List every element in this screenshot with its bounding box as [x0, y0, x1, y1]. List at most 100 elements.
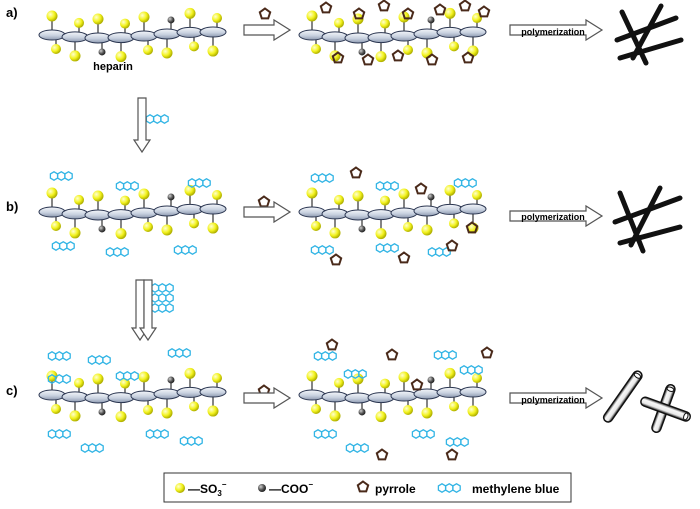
pyrrole-molecule: [414, 182, 428, 195]
sulfonate-group: [380, 18, 390, 29]
backbone-sugar-unit: [459, 26, 487, 38]
backbone-sugar-unit: [344, 32, 372, 44]
backbone-sugar-unit: [298, 389, 326, 401]
carboxylate-group: [427, 376, 435, 384]
backbone-sugar-unit: [459, 386, 487, 398]
sulfonate-group: [449, 218, 459, 229]
methylene-blue-molecule: [49, 171, 73, 181]
pyrrole-molecule: [445, 239, 459, 252]
sulfonate-group: [444, 367, 456, 379]
methylene-blue-molecule: [310, 245, 334, 255]
methylene-blue-molecule: [105, 247, 129, 257]
legend: —SO3− —COO− pyrrole methylene blue: [163, 472, 572, 503]
methylene-blue-molecule: [167, 348, 191, 358]
methylene-blue-molecule: [115, 371, 139, 381]
heparin-label: heparin: [93, 61, 133, 73]
methylene-blue-molecule: [375, 243, 399, 253]
pyrrole-molecule: [385, 348, 399, 361]
sulfonate-group: [421, 407, 433, 419]
methylene-blue-molecule: [445, 437, 469, 447]
methylene-blue-molecule: [459, 365, 483, 375]
backbone-sugar-unit: [199, 26, 227, 38]
sulfonate-group: [403, 45, 413, 56]
sulfonate-group: [92, 373, 104, 385]
arrow-add-pyrrole-b: [243, 200, 292, 224]
methylene-blue-molecule: [47, 374, 71, 384]
row-label-b: b): [6, 199, 18, 214]
sulfonate-group: [115, 51, 127, 63]
pyrrole-molecule: [331, 51, 345, 64]
sulfonate-group: [92, 190, 104, 202]
methylene-blue-molecules: [47, 114, 483, 453]
methylene-blue-molecule: [343, 369, 367, 379]
backbone-sugar-unit: [61, 208, 89, 220]
carboxylate-group: [167, 376, 175, 384]
sulfonate-group: [444, 7, 456, 19]
backbone-sugar-unit: [107, 32, 135, 44]
sulfonate-group: [138, 188, 150, 200]
backbone-sugar-unit: [321, 31, 349, 43]
sulfonate-group: [120, 378, 130, 389]
backbone-sugar-unit: [153, 205, 181, 217]
carboxylate-group: [358, 408, 366, 416]
product-fibers-a: [614, 3, 684, 66]
backbone-sugar-unit: [107, 392, 135, 404]
backbone-sugar-unit: [459, 203, 487, 215]
backbone-sugar-unit: [38, 389, 66, 401]
pyrrole-molecule: [352, 7, 366, 20]
methylene-blue-molecule: [433, 350, 457, 360]
heparin-chain-c1: [38, 367, 227, 423]
carboxylate-group: [98, 225, 106, 233]
sulfonate-group: [403, 222, 413, 233]
sulfonate-group: [311, 221, 321, 231]
backbone-sugar-unit: [38, 206, 66, 218]
sulfonate-group: [161, 47, 173, 59]
sulfonate-group: [120, 18, 130, 29]
backbone-sugar-unit: [84, 32, 112, 44]
arrow-polymerization-b: [509, 204, 604, 228]
pyrrole-molecule: [375, 448, 389, 461]
legend-pyrrole-label: pyrrole: [375, 482, 416, 496]
product-nanotubes-c: [602, 370, 692, 434]
sulfonate-group: [69, 227, 81, 239]
sulfonate-legend-icon: [175, 483, 185, 493]
polymerization-label-a: polymerization: [521, 27, 585, 37]
pyrrole-legend-shape: [356, 480, 370, 493]
sulfonate-group: [375, 228, 387, 240]
backbone-sugar-unit: [176, 203, 204, 215]
backbone-sugar-unit: [153, 388, 181, 400]
backbone-sugar-unit: [130, 207, 158, 219]
backbone-sugar-unit: [436, 203, 464, 215]
sulfonate-group: [138, 11, 150, 23]
backbone-sugar-unit: [130, 30, 158, 42]
pyrrole-legend-icon: [356, 480, 370, 493]
backbone-sugar-unit: [436, 26, 464, 38]
heparin-chain-c2: [298, 367, 487, 423]
carboxylate-group: [167, 16, 175, 24]
sulfonate-group: [74, 194, 84, 205]
pyrrole-molecule: [461, 51, 475, 64]
sulfonate-group: [311, 404, 321, 414]
sulfonate-group: [143, 405, 153, 416]
sulfonate-group: [334, 194, 344, 205]
methylene-blue-molecule: [51, 241, 75, 251]
backbone-sugar-unit: [390, 30, 418, 42]
legend-coo: —COO−: [269, 480, 313, 496]
pyrrole-molecules: [257, 0, 494, 461]
methylene-blue-legend-icon: [437, 483, 461, 493]
backbone-sugar-unit: [367, 392, 395, 404]
methylene-blue-molecule: [411, 429, 435, 439]
sulfonate-group: [161, 407, 173, 419]
sulfonate-group: [421, 224, 433, 236]
sulfonate-group: [334, 377, 344, 388]
methylene-blue-legend-shape: [437, 483, 461, 493]
legend-so3: —SO3−: [188, 480, 227, 498]
backbone-sugar-unit: [199, 203, 227, 215]
methylene-blue-molecule: [47, 429, 71, 439]
methylene-blue-molecule: [145, 429, 169, 439]
sulfonate-group: [46, 10, 58, 22]
methylene-blue-molecule: [47, 351, 71, 361]
sulfonate-group: [375, 411, 387, 423]
sulfonate-group: [184, 7, 196, 19]
sulfonate-group: [449, 41, 459, 52]
